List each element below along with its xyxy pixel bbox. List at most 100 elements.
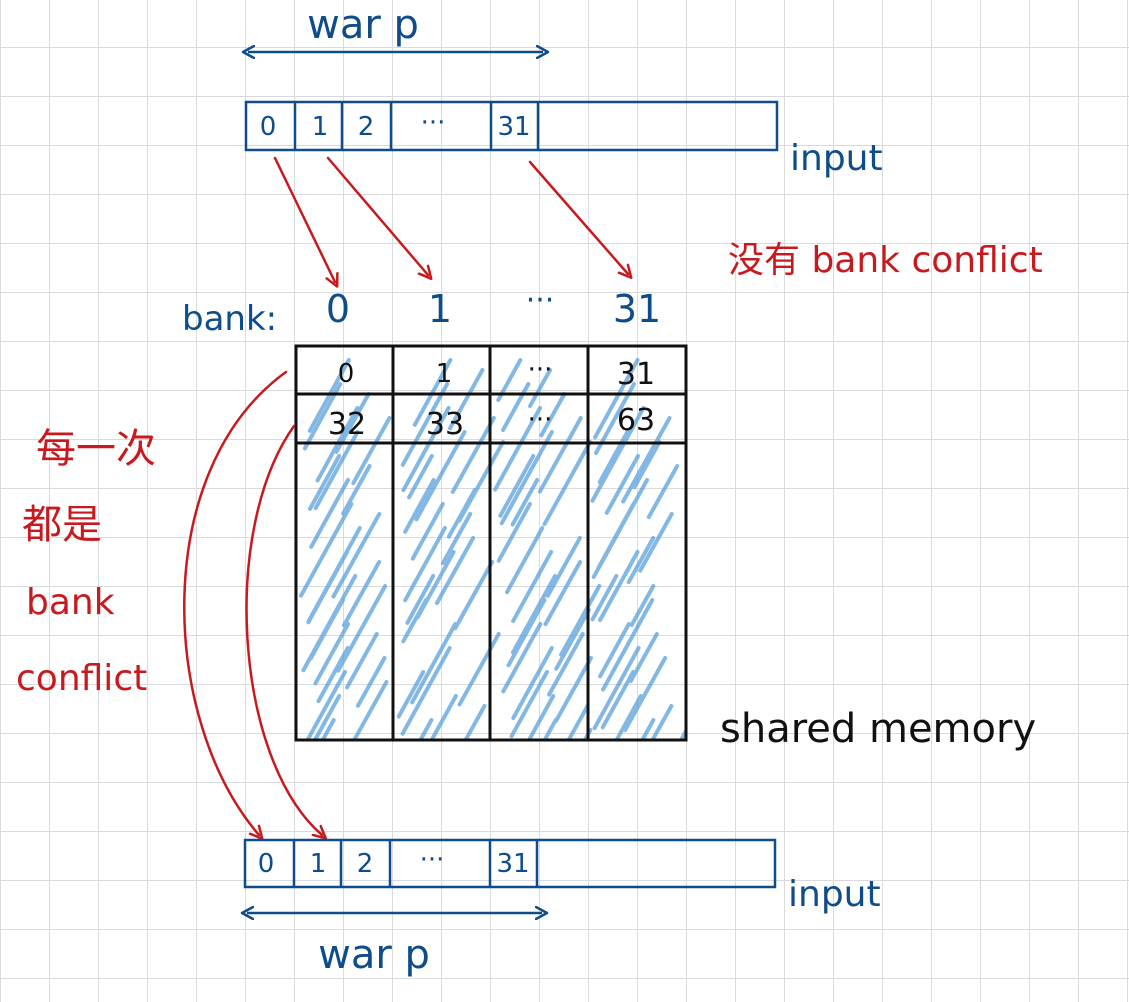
hatch-stroke [414,430,467,522]
smem-cell-ellipsis-2: ··· [528,405,553,435]
hatch-stroke [537,416,583,494]
hatch-stroke [539,392,567,438]
bank-prefix: bank: [182,299,277,339]
hatch-stroke [614,694,643,740]
bank-label-0: 0 [326,287,350,331]
hatch-stroke [643,754,685,830]
hatch-stroke [628,632,659,684]
hatch-stroke [590,574,619,622]
hatch-stroke [547,632,585,697]
hatch-stroke [566,704,590,740]
hatch-stroke [341,464,372,516]
hatch-stroke [463,704,487,740]
top-cell-ellipsis: ··· [421,108,446,138]
hatch-stroke [408,744,432,788]
hatch-stroke [592,646,641,731]
hatch-stroke [591,526,623,579]
hatch-stroke [498,454,536,518]
hatch-stroke [313,622,351,686]
arrow-thread0-bank0 [273,156,335,282]
hatch-stroke [510,574,558,655]
hatch-stroke [313,430,360,511]
hatch-stroke [542,440,593,527]
hatch-stroke [308,598,345,661]
conflict-label-line-1: 每一次 [36,426,156,472]
hatch-stroke [678,728,686,740]
hatch-stroke [650,704,674,740]
smem-cell-32: 32 [328,407,366,442]
hatch-stroke [640,718,656,740]
top-cell-31: 31 [497,112,530,142]
bottom-cell-ellipsis: ··· [420,845,445,875]
smem-cell-33: 33 [426,407,464,442]
hatch-stroke [320,718,336,740]
hatch-stroke [400,382,450,467]
hatch-stroke [401,406,451,493]
conflict-label-line-3: bank [26,582,115,623]
hatch-stroke [604,454,641,515]
hatch-stroke [493,406,543,492]
hatch-stroke [336,584,388,673]
hatch-stroke [412,358,453,427]
hatch-stroke [446,488,477,539]
hatch-stroke [632,440,662,490]
shared-memory-grid [294,344,688,742]
arrow-row1-thread1 [245,424,322,835]
hatch-stroke [351,680,389,740]
hatch-stroke [351,416,392,486]
bank-header: bank: 0 1 ··· 31 [182,283,661,339]
hatch-stroke [545,536,582,598]
hatch-stroke [501,622,543,694]
hatch-stroke [528,368,553,409]
hatch-stroke [510,478,540,527]
hatch-stroke [505,526,545,595]
hatch-stroke [448,368,485,431]
hatch-stroke [542,718,558,740]
smem-cell-1: 1 [436,359,453,389]
smem-cell-0: 0 [338,359,355,389]
bottom-cell-1: 1 [310,849,327,879]
hatch-stroke [598,622,631,679]
hatch-stroke [499,430,554,526]
hatch-stroke [593,358,640,440]
hatch-stroke [316,646,350,704]
hatch-stroke [496,502,532,563]
hatch-stroke [501,382,531,432]
bottom-cell-0: 0 [258,849,275,879]
hatch-stroke [626,536,656,585]
hatch-stroke [403,478,436,534]
bank-label-31: 31 [613,287,661,331]
bottom-warp-span: war p [247,913,542,978]
hatch-stroke [345,632,379,690]
top-warp-span: war p [248,2,543,52]
hatch-stroke [331,512,382,599]
top-warp-label: war p [307,2,419,48]
hatch-stroke [308,744,351,821]
shared-memory-hatching [299,358,686,832]
hatch-stroke [590,406,646,503]
hatch-stroke [342,560,382,628]
hatch-stroke [306,768,341,832]
bottom-warp-label: war p [318,932,430,978]
hatch-stroke [646,464,680,520]
smem-cell-31: 31 [617,357,655,392]
hatch-stroke [513,744,557,824]
bank-label-ellipsis: ··· [526,283,555,318]
hatch-stroke [306,550,350,625]
conflict-label-line-4: conflict [16,658,147,699]
hatch-stroke [453,584,481,631]
hatch-stroke [511,646,554,720]
hatch-stroke [600,670,636,730]
hatch-stroke [418,718,434,740]
hatch-stroke [307,454,342,511]
bottom-cell-2: 2 [357,849,374,879]
conflict-label: 每一次 都是 bank conflict [16,426,156,699]
conflict-label-line-2: 都是 [22,502,102,548]
hatch-stroke [403,526,447,603]
hatch-stroke [621,416,672,504]
hatch-stroke [312,694,342,740]
hatch-stroke [611,744,657,828]
top-input-cells: 0 1 2 ··· 31 [260,108,531,142]
no-conflict-label: 没有 bank conflict [728,240,1043,281]
arrow-thread31-bank31 [528,160,628,274]
